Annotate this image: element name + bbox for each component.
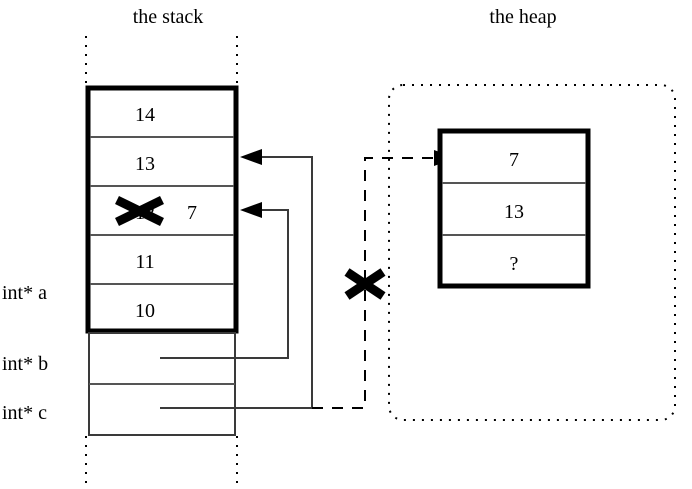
heap-region-boundary bbox=[388, 84, 676, 421]
var-label-int-a: int* a bbox=[2, 282, 47, 304]
heap-cell-value-2: ? bbox=[510, 253, 519, 275]
pointer-arrow-c-to-stack-cell bbox=[160, 149, 313, 409]
heap-cell-value-0: 7 bbox=[509, 149, 519, 171]
stack-cell-value-0: 14 bbox=[135, 104, 155, 126]
pointer-arrow-b-head bbox=[240, 202, 262, 218]
stack-pointer-cells bbox=[88, 332, 236, 436]
stack-cell-replacement-value: 7 bbox=[187, 202, 197, 224]
struck-value-x-icon bbox=[115, 195, 164, 227]
pointer-arrow-dashed-to-heap bbox=[312, 150, 456, 409]
heap-block-box: 7 13 ? bbox=[437, 128, 591, 289]
stack-cell-value-4: 10 bbox=[135, 300, 155, 322]
var-label-int-b: int* b bbox=[2, 353, 48, 375]
stack-frame-outline bbox=[85, 85, 239, 334]
stack-cell-value-1: 13 bbox=[135, 153, 155, 175]
heap-block-outline bbox=[437, 128, 591, 289]
var-label-int-c: int* c bbox=[2, 402, 47, 424]
heap-region-title: the heap bbox=[489, 6, 556, 28]
invalid-pointer-x-icon bbox=[344, 268, 386, 300]
stack-cell-value-3: 11 bbox=[135, 251, 154, 273]
pointer-arrow-c-head bbox=[240, 149, 262, 165]
heap-cell-value-1: 13 bbox=[504, 201, 524, 223]
stack-frame-box: 14 13 12 11 10 7 bbox=[85, 85, 239, 334]
stack-region-title: the stack bbox=[133, 6, 204, 28]
pointer-arrow-b-to-stack-cell bbox=[160, 202, 289, 359]
